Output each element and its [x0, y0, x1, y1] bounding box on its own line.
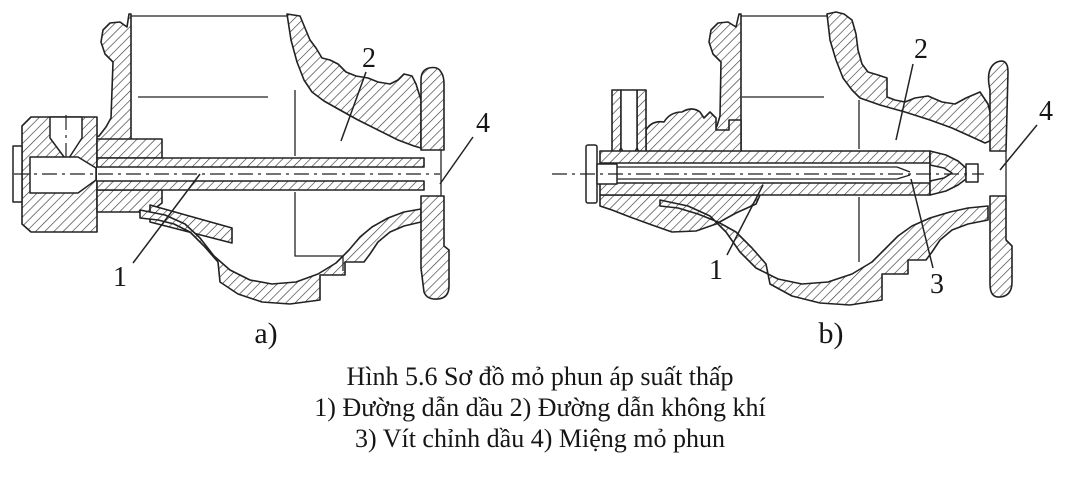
- a-leader-1: [132, 173, 201, 264]
- b-callout-3: 3: [930, 269, 944, 300]
- b-oil-tube-top-wall: [599, 150, 931, 164]
- b-leader-2: [895, 63, 914, 141]
- b-leader-4: [999, 124, 1038, 171]
- a-fitting-cavity: [29, 156, 97, 194]
- a-callout-1: 1: [113, 262, 127, 293]
- b-under-tube-body: [599, 194, 761, 233]
- b-inlet-pipe-left-wall: [611, 89, 622, 158]
- b-bottom-body-wall: [659, 199, 989, 306]
- nozzle-diagrams-svg: 1 2 4 a): [12, 11, 1053, 350]
- b-neck-right-and-top-wall: [826, 11, 993, 144]
- b-leader-3: [910, 178, 934, 269]
- caption-parts-line-1: 1) Đường dẫn dầu 2) Đường dẫn không khí: [314, 393, 766, 422]
- a-mouth-flange-bottom: [420, 195, 450, 300]
- diagram-a: 1 2 4 a): [12, 13, 490, 350]
- b-nozzle-cone-bore: [929, 164, 953, 182]
- a-callout-4: 4: [476, 108, 490, 139]
- a-leader-4: [439, 136, 474, 185]
- a-section-line: [294, 90, 344, 271]
- b-callout-1: 1: [709, 255, 723, 286]
- a-callout-2: 2: [362, 43, 376, 74]
- subfigure-a-label: a): [254, 317, 277, 350]
- subfigure-b-label: b): [819, 317, 844, 350]
- a-oil-tube-bottom-wall: [96, 180, 425, 191]
- b-callout-4: 4: [1039, 96, 1053, 127]
- b-leader-1: [726, 184, 764, 256]
- a-leader-2: [340, 71, 367, 142]
- a-oil-tube-top-wall: [96, 157, 425, 168]
- a-mouth-flange-top: [420, 66, 445, 151]
- caption-title: Hình 5.6 Sơ đồ mỏ phun áp suất thấp: [346, 362, 734, 391]
- figure-caption: Hình 5.6 Sơ đồ mỏ phun áp suất thấp 1) Đ…: [0, 361, 1080, 454]
- b-inlet-pipe-right-wall: [636, 89, 647, 158]
- b-oil-tube-bore: [600, 163, 930, 183]
- diagram-b: 1 2 3 4 b): [552, 11, 1053, 350]
- b-mouth-flange-bottom: [989, 195, 1013, 298]
- a-bottom-body-wall: [139, 208, 422, 305]
- b-nozzle-tip-nub: [965, 163, 979, 183]
- b-callout-2: 2: [914, 34, 928, 65]
- b-mouth-flange-top: [987, 60, 1009, 152]
- a-neck-right-and-top-wall: [286, 13, 422, 149]
- caption-parts-line-2: 3) Vít chỉnh dầu 4) Miệng mỏ phun: [355, 424, 725, 453]
- a-upper-joint-block: [96, 138, 163, 159]
- b-upper-body-lump: [645, 108, 742, 159]
- b-oil-tube-bottom-wall: [599, 182, 931, 196]
- a-fitting-screw-channel: [49, 116, 83, 162]
